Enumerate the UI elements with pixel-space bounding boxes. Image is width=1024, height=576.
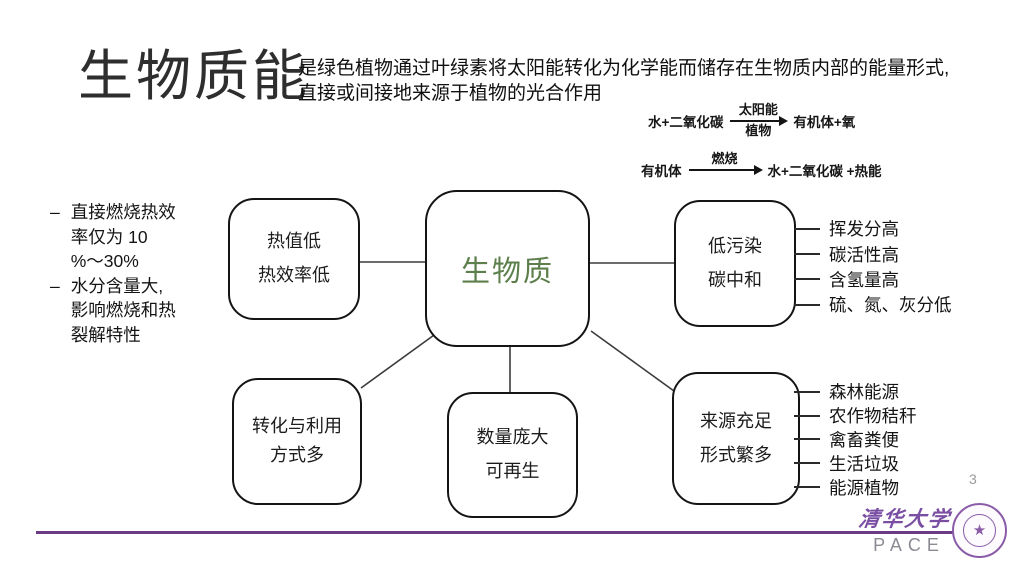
list-item-label: 硫、氮、灰分低 xyxy=(829,295,952,316)
list-item: 挥发分高 xyxy=(794,216,952,241)
list-item: 农作物秸秆 xyxy=(794,404,917,428)
combustion-equation: 有机体 燃烧 水+二氧化碳 +热能 xyxy=(641,151,882,188)
slide-subtitle: 是绿色植物通过叶绿素将太阳能转化为化学能而储存在生物质内部的能量形式, 直接或间… xyxy=(298,57,1008,106)
equation-left-term: 水+二氧化碳 xyxy=(648,115,724,130)
branch-line xyxy=(794,390,820,393)
list-item-label: 农作物秸秆 xyxy=(829,406,917,427)
node-ample-sources: 来源充足 形式繁多 xyxy=(672,372,800,505)
node-label: 方式多 xyxy=(270,445,324,465)
node-label: 来源充足 xyxy=(700,410,772,431)
page-number: 3 xyxy=(969,471,977,487)
note-text: 直接燃烧热效 率仅为 10 %～30% xyxy=(71,200,176,274)
footer-divider xyxy=(36,531,954,534)
note-text: 水分含量大, 影响燃烧和热 裂解特性 xyxy=(71,274,176,348)
branch-line xyxy=(794,486,820,489)
branch-line xyxy=(794,462,820,465)
note-line: %～30% xyxy=(70,251,139,271)
list-item: 禽畜粪便 xyxy=(794,428,917,452)
subtitle-line: 直接或间接地来源于植物的光合作用 xyxy=(298,82,603,104)
list-item-label: 碳活性高 xyxy=(829,244,899,265)
list-item-label: 含氢量高 xyxy=(829,269,899,290)
right-arrow-icon xyxy=(688,165,763,175)
node-low-heating-value: 热值低 热效率低 xyxy=(228,198,360,320)
branch-line xyxy=(794,438,820,441)
equation-right-term: 水+二氧化碳 +热能 xyxy=(767,164,882,179)
list-item: 生活垃圾 xyxy=(794,451,917,475)
sources-list: 森林能源 农作物秸秆 禽畜粪便 生活垃圾 能源植物 xyxy=(794,380,917,499)
pace-logo-text: PACE xyxy=(873,535,945,555)
equation-right-term: 有机体+氧 xyxy=(793,115,856,130)
arrow-top-label: 太阳能 xyxy=(738,102,778,117)
branch-line xyxy=(794,278,820,281)
arrow-top-label: 燃烧 xyxy=(711,151,738,166)
list-item: 森林能源 xyxy=(794,380,917,404)
list-item: 碳活性高 xyxy=(794,241,952,266)
right-arrow-icon xyxy=(730,116,789,126)
bullet-dash: – xyxy=(50,275,60,296)
list-item-label: 生活垃圾 xyxy=(829,453,899,474)
subtitle-line: 是绿色植物通过叶绿素将太阳能转化为化学能而储存在生物质内部的能量形式, xyxy=(298,58,950,79)
node-label: 热效率低 xyxy=(258,265,330,285)
node-conversion-methods: 转化与利用 方式多 xyxy=(232,378,362,505)
bullet-dash: – xyxy=(50,202,60,222)
list-item-label: 挥发分高 xyxy=(829,219,899,240)
branch-line xyxy=(794,253,820,256)
note-line: 率仅为 10 xyxy=(70,226,148,247)
characteristics-list: 挥发分高 碳活性高 含氢量高 硫、氮、灰分低 xyxy=(794,216,952,318)
node-biomass-central: 生物质 xyxy=(425,190,590,347)
node-label: 热值低 xyxy=(267,231,321,252)
note-line: 水分含量大, xyxy=(70,275,164,296)
node-label: 形式繁多 xyxy=(700,444,772,465)
photosynthesis-equation: 水+二氧化碳 太阳能 植物 有机体+氧 xyxy=(648,102,856,139)
node-low-pollution: 低污染 碳中和 xyxy=(674,200,796,327)
node-label: 转化与利用 xyxy=(252,416,342,437)
node-label: 数量庞大 xyxy=(476,427,549,448)
note-line: 直接燃烧热效 xyxy=(70,202,176,222)
node-abundant-renewable: 数量庞大 可再生 xyxy=(447,392,578,518)
reaction-arrow: 太阳能 植物 xyxy=(730,102,789,139)
tsinghua-seal-logo-icon: ★ xyxy=(952,503,1007,558)
list-item: 硫、氮、灰分低 xyxy=(794,292,952,317)
central-node-label: 生物质 xyxy=(460,255,554,288)
reaction-arrow: 燃烧 xyxy=(688,151,763,188)
branch-line xyxy=(794,303,820,306)
left-notes-list: – 直接燃烧热效 率仅为 10 %～30% – 水分含量大, 影响燃烧和热 裂解… xyxy=(50,200,220,347)
note-line: 裂解特性 xyxy=(70,324,141,345)
list-item-label: 能源植物 xyxy=(829,477,899,498)
arrow-bottom-label: 植物 xyxy=(745,123,772,138)
list-item: – 水分含量大, 影响燃烧和热 裂解特性 xyxy=(50,274,220,348)
list-item-label: 禽畜粪便 xyxy=(829,430,899,450)
connector-center-to-bottom-right xyxy=(590,330,675,392)
node-label: 碳中和 xyxy=(708,269,762,290)
branch-line xyxy=(794,414,820,417)
list-item: – 直接燃烧热效 率仅为 10 %～30% xyxy=(50,200,220,274)
page-title: 生物质能 xyxy=(78,45,311,107)
connector-center-to-bottom-left xyxy=(360,329,442,389)
list-item: 能源植物 xyxy=(794,475,917,499)
branch-line xyxy=(794,227,820,230)
equation-left-term: 有机体 xyxy=(641,164,682,179)
seal-star-icon: ★ xyxy=(963,514,996,547)
note-line: 影响燃烧和热 xyxy=(70,300,176,320)
node-label: 低污染 xyxy=(708,235,762,256)
list-item-label: 森林能源 xyxy=(829,382,899,403)
list-item: 含氢量高 xyxy=(794,267,952,292)
node-label: 可再生 xyxy=(485,461,540,481)
